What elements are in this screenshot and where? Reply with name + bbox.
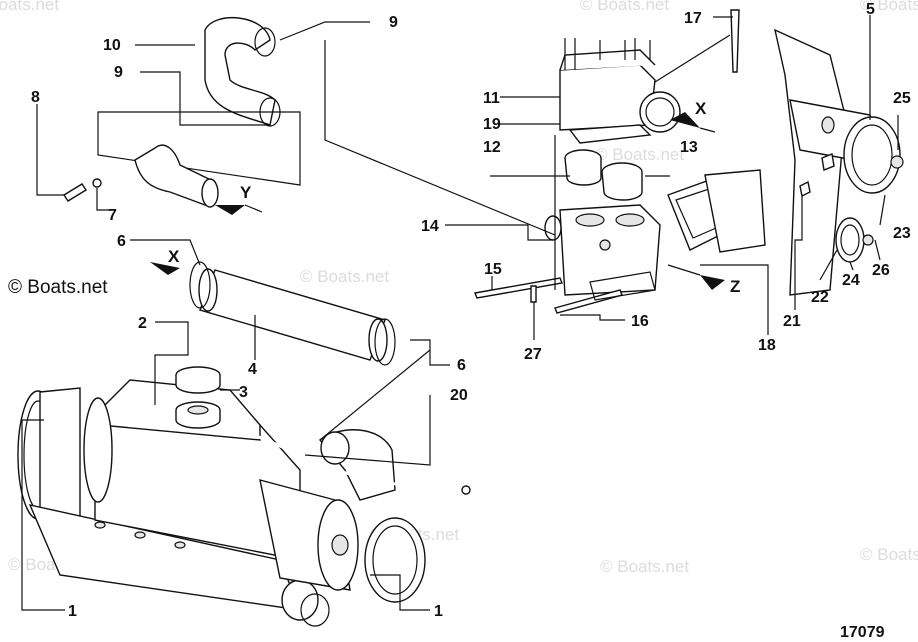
outlet-elbow [97, 111, 301, 208]
exhaust-elbow-hose [204, 16, 281, 127]
callout-1-right: 1 [434, 603, 443, 620]
callout-6-upper: 6 [117, 233, 126, 250]
marker-x-upper: X [695, 99, 707, 118]
callout-25: 25 [893, 90, 911, 107]
callout-20: 20 [450, 387, 468, 404]
brand-mark: © Boats.net [8, 277, 108, 298]
callout-9-upper: 9 [389, 14, 398, 31]
marker-z: Z [730, 277, 740, 296]
temperature-sensor [63, 178, 102, 202]
arrow-y [215, 205, 245, 215]
callout-6-lower: 6 [457, 357, 466, 374]
callout-2: 2 [138, 315, 147, 332]
callout-17: 17 [684, 10, 702, 27]
riser-assembly [474, 9, 766, 314]
leader-lines [21, 15, 899, 611]
connector-pipe [189, 261, 396, 366]
callout-22: 22 [811, 289, 829, 306]
watermark: © Boats.net [860, 545, 918, 564]
callout-21: 21 [783, 313, 801, 330]
marker-y: Y [240, 183, 252, 202]
arrow-z [700, 275, 725, 290]
callout-15: 15 [484, 261, 502, 278]
callout-7: 7 [108, 207, 117, 224]
cooler-assembly [774, 28, 904, 296]
watermark: © Boats.net [0, 0, 59, 14]
callout-27: 27 [524, 346, 542, 363]
marker-x-left: X [168, 247, 180, 266]
callout-16: 16 [631, 313, 649, 330]
callout-24: 24 [842, 272, 860, 289]
arrow-x-left [150, 262, 180, 275]
figure-number: 17079 [840, 624, 885, 641]
watermark: © Boats.net [580, 0, 669, 14]
callout-9-lower: 9 [114, 64, 123, 81]
watermark: © Boats.net [300, 267, 389, 286]
arrow-x-upper [670, 112, 700, 128]
direction-arrows [150, 112, 725, 290]
callout-23: 23 [893, 225, 911, 242]
watermark: © Boats.net [600, 557, 689, 576]
callout-18: 18 [758, 337, 776, 354]
callout-10: 10 [103, 37, 121, 54]
watermark: © Boats.net [595, 145, 684, 164]
filler-cap [175, 366, 221, 429]
callouts: 1 1 2 3 4 5 6 6 7 8 9 9 10 11 12 13 14 1… [31, 1, 911, 620]
callout-11: 11 [483, 90, 500, 107]
callout-3: 3 [239, 384, 248, 401]
watermarks: © Boats.net © Boats.net © Boats.net © Bo… [0, 0, 918, 576]
callout-19: 19 [483, 116, 501, 133]
direction-letters: X X Y Z [168, 99, 740, 296]
callout-1-left: 1 [68, 603, 77, 620]
watermark: © Boats.net [860, 0, 918, 14]
callout-5: 5 [866, 1, 875, 18]
exhaust-manifold [17, 379, 471, 627]
callout-14: 14 [421, 218, 439, 235]
callout-13: 13 [680, 139, 698, 156]
callout-26: 26 [872, 262, 890, 279]
callout-4: 4 [248, 361, 257, 378]
callout-8: 8 [31, 89, 40, 106]
callout-12: 12 [483, 139, 501, 156]
